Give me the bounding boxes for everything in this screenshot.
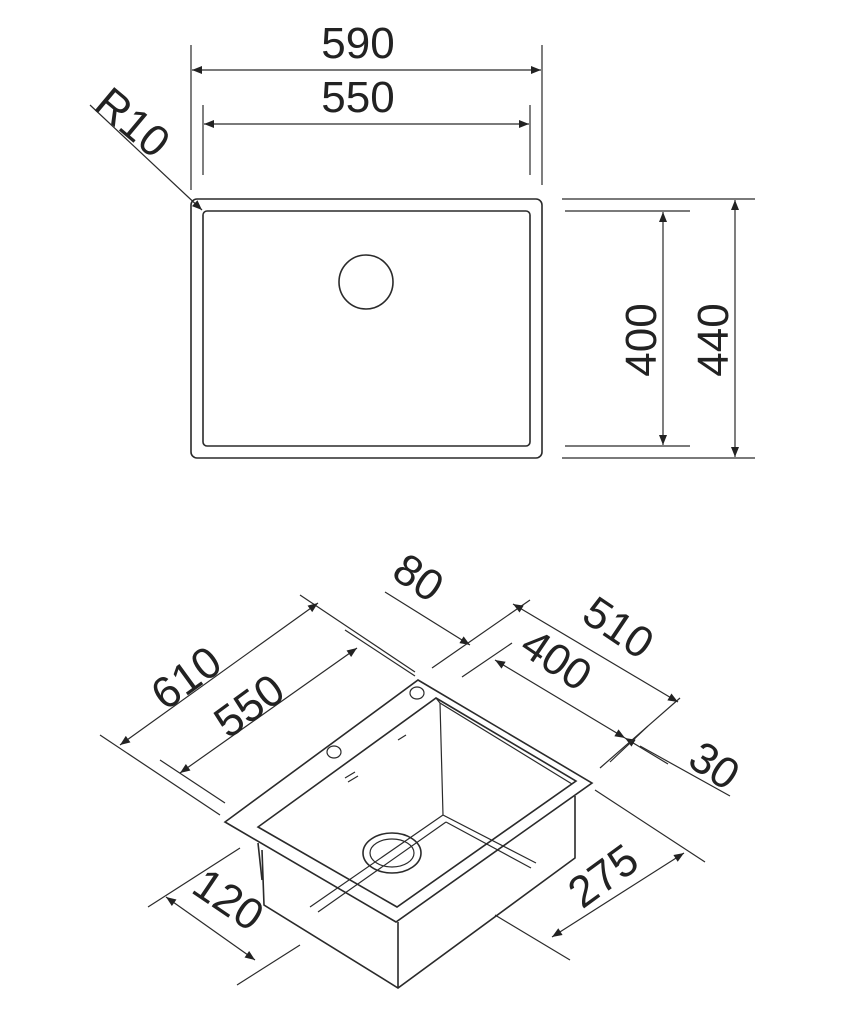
tap-hole xyxy=(326,745,342,759)
extension-line xyxy=(147,847,241,908)
isometric-view: 610 550 80 510 400 30 275 120 xyxy=(99,544,748,989)
bowl-inner-outline xyxy=(202,210,531,447)
dimension-line-120 xyxy=(165,896,256,961)
dimension-550: 550 xyxy=(321,73,394,122)
dimension-line-275 xyxy=(551,852,685,938)
extension-line xyxy=(99,734,221,816)
dimension-400: 400 xyxy=(617,303,666,376)
radius-leader xyxy=(89,104,203,211)
extension-line xyxy=(344,629,416,677)
extension-line xyxy=(159,759,226,804)
drain xyxy=(362,832,422,874)
dimension-30: 30 xyxy=(680,732,748,800)
tap-hole xyxy=(409,686,425,700)
drain-circle xyxy=(338,254,394,310)
extension-line xyxy=(494,914,571,961)
extension-line xyxy=(461,642,513,678)
dimension-120: 120 xyxy=(184,859,272,941)
dimension-80: 80 xyxy=(384,544,452,612)
dimension-590: 590 xyxy=(321,19,394,68)
sink-outer-outline xyxy=(190,198,543,459)
dimension-line-400 xyxy=(494,659,626,739)
extension-line xyxy=(299,594,416,673)
sink-rim xyxy=(223,679,594,923)
top-view: 590 550 R10 400 440 xyxy=(86,19,755,459)
extension-line xyxy=(609,725,649,763)
dimension-line-510 xyxy=(512,603,679,703)
bowl-opening xyxy=(256,697,578,908)
bowl-bottom-edge xyxy=(317,821,532,913)
extension-line xyxy=(594,789,706,863)
dimension-440: 440 xyxy=(689,303,738,376)
dimension-line-30 xyxy=(624,737,669,765)
extension-line xyxy=(236,944,301,986)
dimension-line-550 xyxy=(179,647,358,774)
sink-body xyxy=(257,796,576,989)
dimension-line-80 xyxy=(384,591,471,646)
dimension-r10: R10 xyxy=(86,78,179,167)
bowl-inner-walls xyxy=(309,697,573,908)
drain-inner xyxy=(369,838,415,868)
dimension-275: 275 xyxy=(559,835,647,918)
extension-line xyxy=(639,745,731,797)
overflow-mark xyxy=(344,734,407,783)
